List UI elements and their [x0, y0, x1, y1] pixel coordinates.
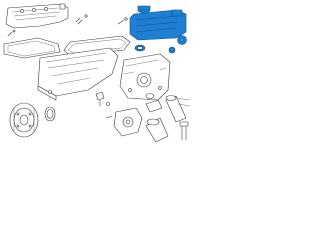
oil-cooler-seal	[134, 44, 176, 54]
valve-cover-gasket	[3, 37, 61, 59]
coolant-pipe	[145, 95, 191, 143]
timing-cover	[119, 53, 171, 101]
crankshaft-pulley	[9, 102, 39, 138]
sensor	[95, 91, 110, 107]
engine-parts-diagram	[3, 3, 191, 143]
small-bolts	[7, 14, 88, 37]
crank-seal	[44, 106, 56, 122]
valve-cover	[5, 3, 69, 29]
oil-filter-housing	[129, 9, 187, 41]
oil-filter-cap	[177, 35, 187, 45]
oil-pan-gasket	[63, 35, 131, 57]
oil-pan	[37, 47, 119, 101]
filter-bolt	[117, 19, 125, 25]
water-pump	[105, 107, 143, 137]
thermostat-housing	[145, 93, 163, 113]
oil-filter-element	[137, 5, 151, 14]
